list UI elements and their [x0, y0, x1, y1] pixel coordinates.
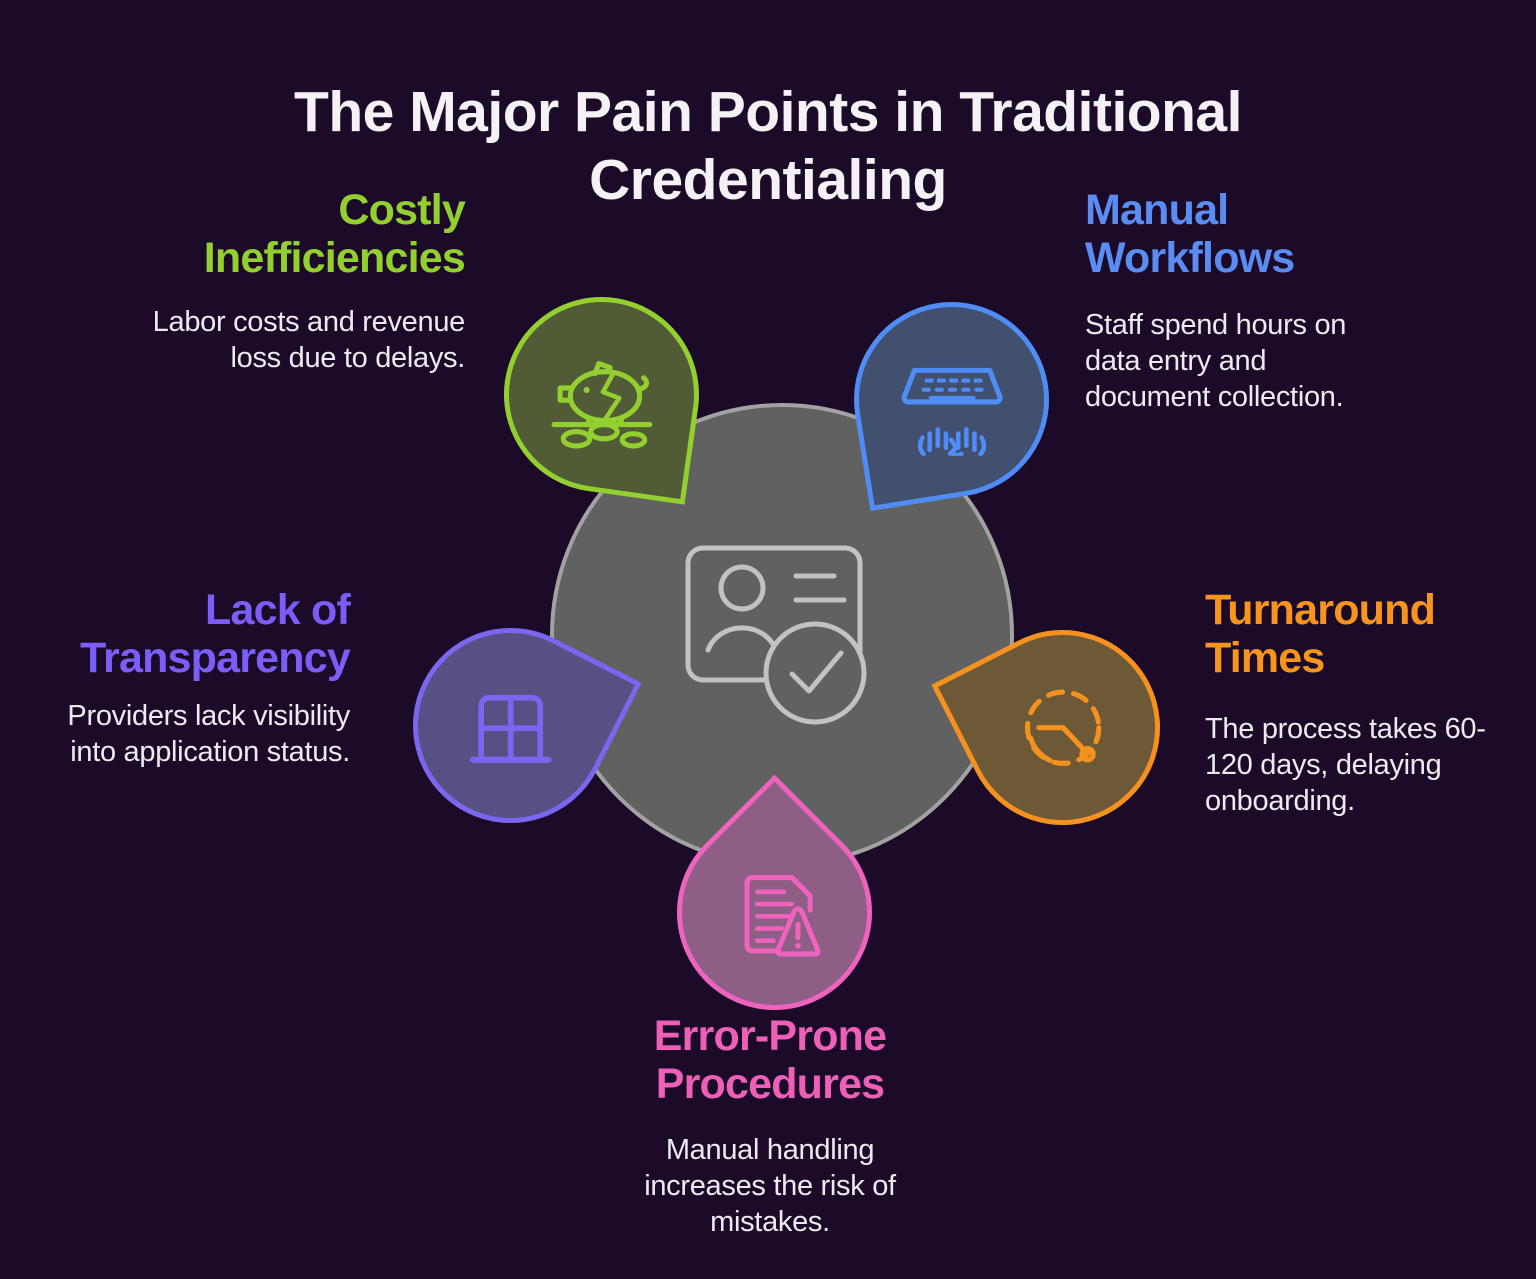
description-lack-of-transparency: Providers lack visibility into applicati… [67, 700, 350, 768]
broken-piggy-bank-icon [551, 360, 652, 448]
description-error-prone-procedures: Manual handling increases the risk of mi… [644, 1134, 896, 1238]
description-manual-workflows: Staff spend hours on data entry and docu… [1085, 309, 1347, 413]
bubble-lack-of-transparency [379, 594, 642, 857]
bubble-costly-inefficiencies [491, 284, 712, 505]
bubble-manual-workflows [839, 287, 1064, 512]
document-warning-icon [744, 874, 821, 956]
heading-error-prone-procedures: Error-Prone Procedures [653, 1012, 887, 1108]
page-title: The Major Pain Points in Traditional Cre… [294, 80, 1242, 213]
description-costly-inefficiencies: Labor costs and revenue loss due to dela… [152, 306, 466, 374]
keyboard-typing-hands-icon [901, 367, 1002, 456]
id-card-verified-icon [685, 545, 867, 725]
heading-costly-inefficiencies: Costly Inefficiencies [203, 186, 466, 282]
bubble-error-prone-procedures [636, 774, 913, 1051]
heading-lack-of-transparency: Lack of Transparency [79, 586, 351, 682]
description-turnaround-times: The process takes 60- 120 days, delaying… [1205, 713, 1486, 817]
window-icon [469, 694, 552, 763]
delayed-clock-icon [1024, 689, 1101, 766]
bubble-turnaround-times [931, 596, 1194, 859]
heading-manual-workflows: Manual Workflows [1085, 186, 1295, 282]
heading-turnaround-times: Turnaround Times [1205, 586, 1436, 682]
